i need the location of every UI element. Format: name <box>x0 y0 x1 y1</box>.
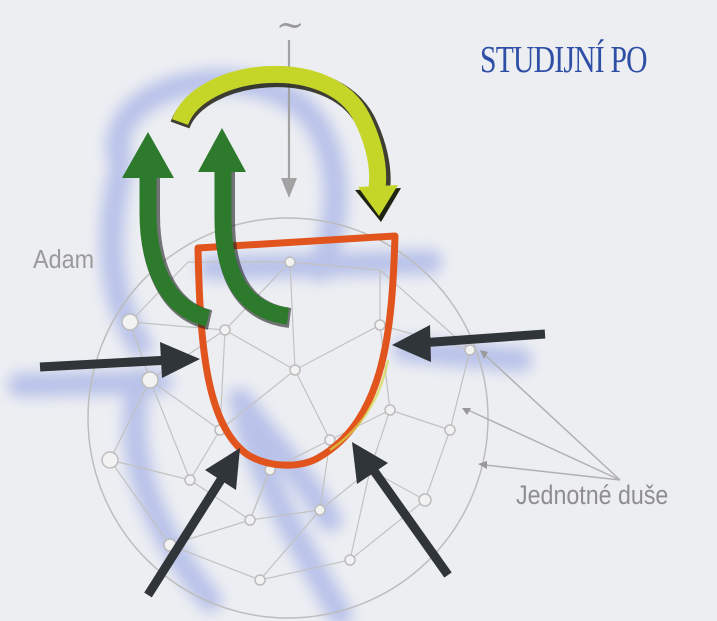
page-title: STUDIJNÍ PO <box>480 38 647 82</box>
tilde-icon: ~ <box>276 5 305 45</box>
adam-label: Adam <box>33 244 94 275</box>
souls-label: Jednotné duše <box>516 480 668 511</box>
